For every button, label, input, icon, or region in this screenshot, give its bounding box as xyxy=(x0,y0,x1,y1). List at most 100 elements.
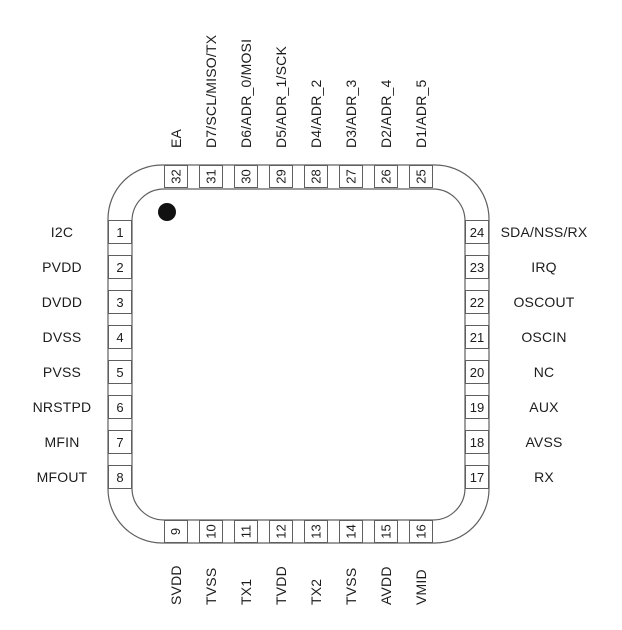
pin-box-4: 4 xyxy=(108,325,132,349)
pin-number: 2 xyxy=(116,259,124,275)
pin-number: 32 xyxy=(168,169,184,184)
pin-label: IRQ xyxy=(531,259,557,275)
pin-label: DVDD xyxy=(41,294,83,310)
pin-label: EA xyxy=(168,128,184,148)
pin-box-32: 32 xyxy=(164,165,188,188)
pin-box-26: 26 xyxy=(374,165,398,188)
pin-label: D5/ADR_1/SCK xyxy=(273,46,289,148)
pin-label: DVSS xyxy=(42,329,82,345)
pin-box-28: 28 xyxy=(304,165,328,188)
pin-number: 14 xyxy=(343,524,359,539)
pin-box-13: 13 xyxy=(304,520,328,543)
pin-number: 15 xyxy=(378,524,394,539)
pin-label: AVDD xyxy=(378,566,394,605)
pin-label: D2/ADR_4 xyxy=(378,79,394,148)
pin-label: TX1 xyxy=(238,578,254,605)
pin-label: TVSS xyxy=(343,567,359,605)
pin-number: 8 xyxy=(116,469,124,485)
pin-number: 5 xyxy=(116,364,124,380)
pin-number: 23 xyxy=(469,259,485,275)
pin-label: D1/ADR_5 xyxy=(413,79,429,148)
pin-label: TVSS xyxy=(203,567,219,605)
pin-label: D4/ADR_2 xyxy=(308,79,324,148)
pin-label: AVSS xyxy=(525,434,563,450)
pin-label: MFIN xyxy=(44,434,80,450)
pin-label: TX2 xyxy=(308,578,324,605)
pin-box-20: 20 xyxy=(465,360,489,384)
pin-number: 6 xyxy=(116,399,124,415)
pin-box-23: 23 xyxy=(465,255,489,279)
pin-label: NRSTPD xyxy=(32,399,92,415)
pin-label: D7/SCL/MISO/TX xyxy=(203,34,219,148)
pin-number: 17 xyxy=(469,469,485,485)
pin-number: 7 xyxy=(116,434,124,450)
pin-box-15: 15 xyxy=(374,520,398,543)
pin-label: RX xyxy=(534,469,554,485)
pin-number: 19 xyxy=(469,399,485,415)
pin-number: 3 xyxy=(116,294,124,310)
pin-box-7: 7 xyxy=(108,430,132,454)
pin-label: OSCOUT xyxy=(513,294,575,310)
pin-box-12: 12 xyxy=(269,520,293,543)
pin-number: 29 xyxy=(273,169,289,184)
pin-box-11: 11 xyxy=(234,520,258,543)
pin-label: SVDD xyxy=(168,565,184,605)
pin-number: 22 xyxy=(469,294,485,310)
pin-label: MFOUT xyxy=(36,469,88,485)
pin-label: AUX xyxy=(529,399,559,415)
pin-number: 13 xyxy=(308,524,324,539)
pin-box-1: 1 xyxy=(108,220,132,244)
pin-number: 25 xyxy=(413,169,429,184)
pin1-indicator-dot xyxy=(158,203,176,221)
pin-number: 26 xyxy=(378,169,394,184)
pin-box-24: 24 xyxy=(465,220,489,244)
pin-box-25: 25 xyxy=(409,165,433,188)
pin-label: D6/ADR_0/MOSI xyxy=(238,38,254,148)
pin-number: 28 xyxy=(308,169,324,184)
pin-box-5: 5 xyxy=(108,360,132,384)
pin-number: 20 xyxy=(469,364,485,380)
pin-box-6: 6 xyxy=(108,395,132,419)
pin-label: SDA/NSS/RX xyxy=(500,224,588,240)
package-outer-outline xyxy=(107,164,490,544)
pin-number: 11 xyxy=(238,524,254,539)
pin-number: 27 xyxy=(343,169,359,184)
pin-number: 16 xyxy=(413,524,429,539)
pin-box-19: 19 xyxy=(465,395,489,419)
pin-box-8: 8 xyxy=(108,465,132,489)
pin-label: D3/ADR_3 xyxy=(343,79,359,148)
pin-number: 4 xyxy=(116,329,124,345)
pin-label: I2C xyxy=(50,224,74,240)
pin-number: 21 xyxy=(469,329,485,345)
die-inner-outline xyxy=(131,188,466,521)
pin-box-18: 18 xyxy=(465,430,489,454)
pin-number: 30 xyxy=(238,169,254,184)
pin-label: VMID xyxy=(413,569,429,605)
pin-label: OSCIN xyxy=(521,329,567,345)
pin-number: 9 xyxy=(168,527,184,536)
pin-box-29: 29 xyxy=(269,165,293,188)
pin-box-22: 22 xyxy=(465,290,489,314)
pin-box-14: 14 xyxy=(339,520,363,543)
pin-number: 24 xyxy=(469,224,485,240)
pin-label: PVDD xyxy=(42,259,82,275)
pin-number: 31 xyxy=(203,169,219,184)
pin-label: PVSS xyxy=(42,364,82,380)
pin-box-31: 31 xyxy=(199,165,223,188)
pin-number: 10 xyxy=(203,524,219,539)
pin-box-9: 9 xyxy=(164,520,188,543)
pin-box-3: 3 xyxy=(108,290,132,314)
pin-box-17: 17 xyxy=(465,465,489,489)
pin-box-30: 30 xyxy=(234,165,258,188)
pin-box-27: 27 xyxy=(339,165,363,188)
pin-label: TVDD xyxy=(273,566,289,605)
pin-number: 12 xyxy=(273,524,289,539)
pin-box-10: 10 xyxy=(199,520,223,543)
pin-box-16: 16 xyxy=(409,520,433,543)
pin-number: 1 xyxy=(116,224,124,240)
pin-number: 18 xyxy=(469,434,485,450)
pin-box-2: 2 xyxy=(108,255,132,279)
pin-label: NC xyxy=(533,364,555,380)
